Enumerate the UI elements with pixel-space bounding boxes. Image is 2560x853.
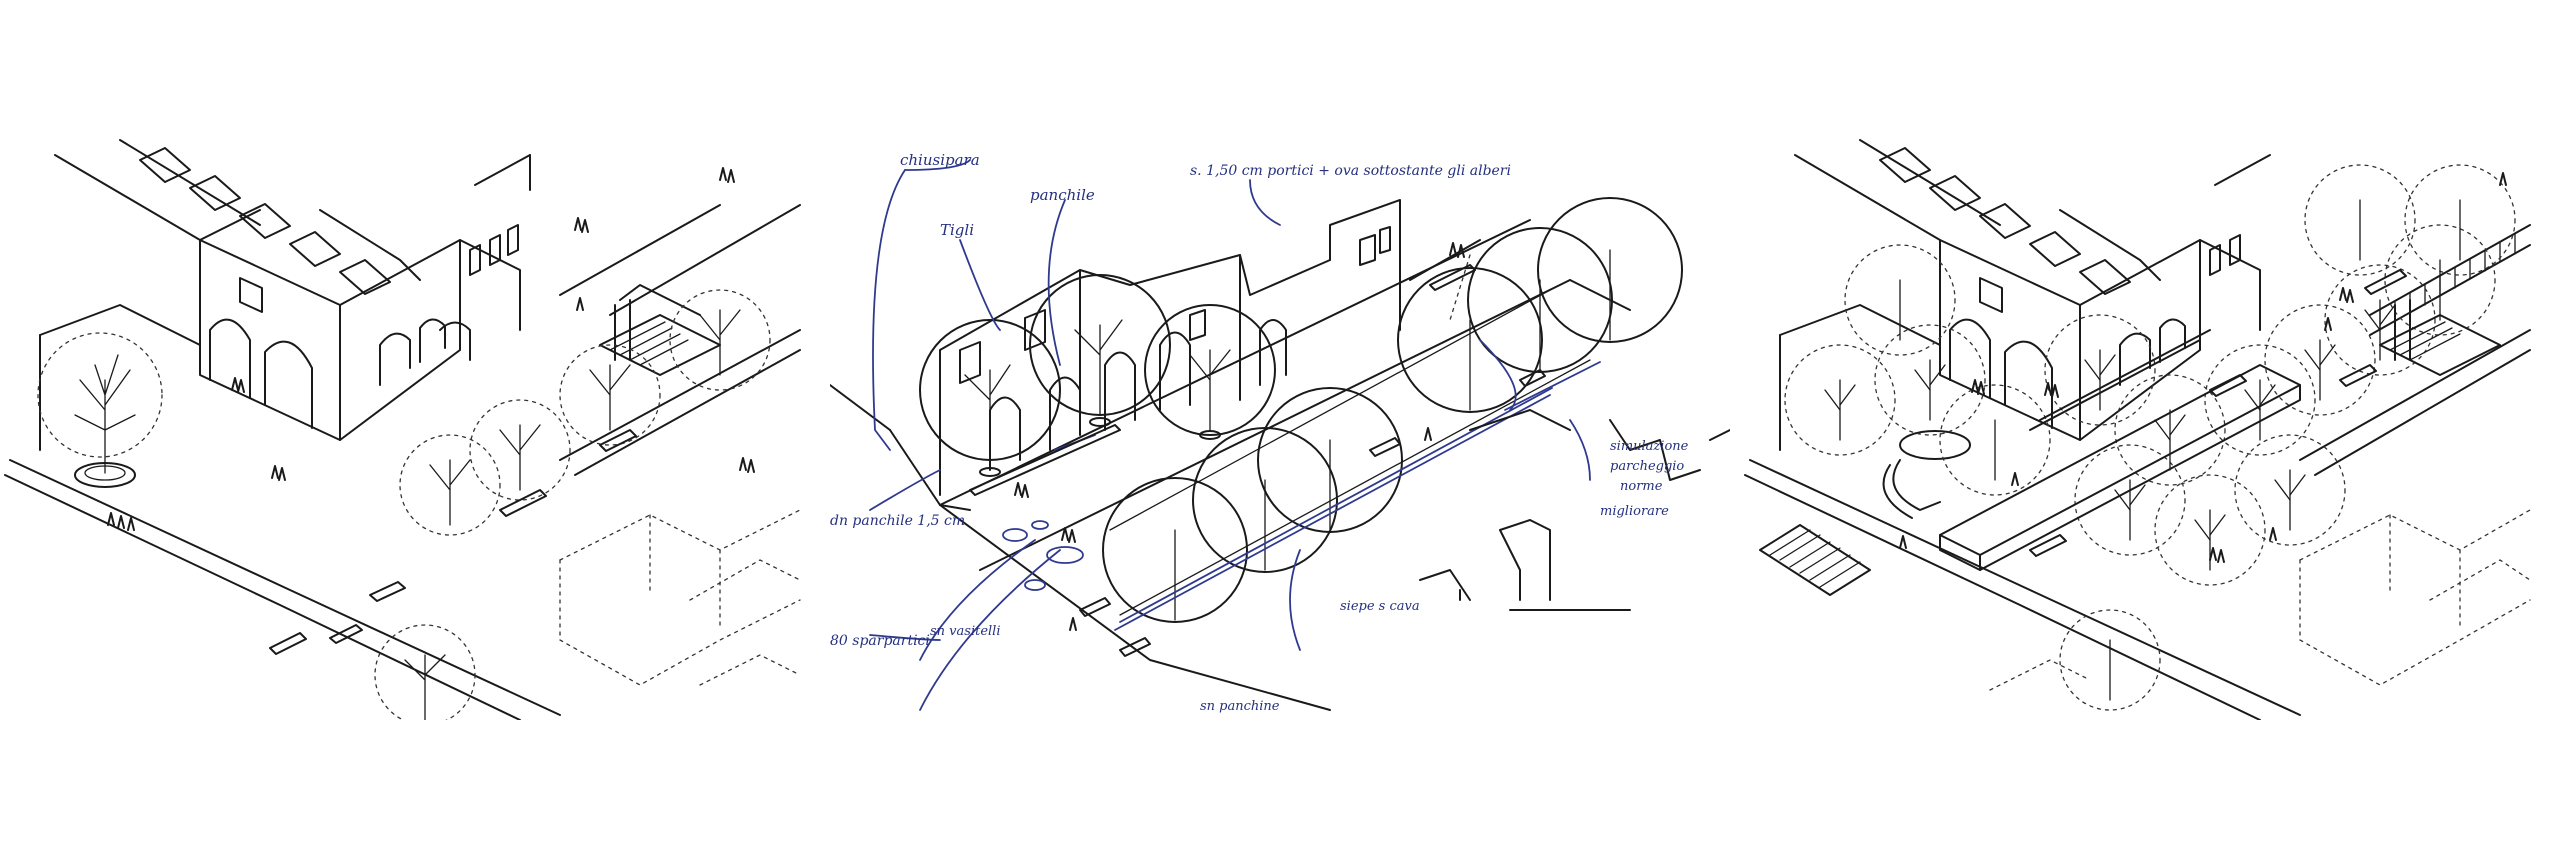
proposed-round-bench — [1882, 430, 1971, 519]
annotation-portici: s. 1,50 cm portici + ova sottostante gli… — [1190, 163, 1511, 179]
proposed-benches-people — [1899, 172, 2507, 563]
street-slab — [830, 219, 1631, 711]
proposed-state-axonometry — [1744, 139, 2531, 720]
annotation-illuminazione-3: norme — [1620, 479, 1663, 494]
roof-sawtooth — [54, 139, 531, 295]
existing-state-axonometry — [4, 139, 801, 720]
planter-platform — [1939, 329, 2301, 571]
proposed-roof-sawtooth — [1794, 139, 2271, 295]
tree-crowns — [919, 197, 1683, 623]
proposed-monument — [2379, 299, 2501, 376]
proposed-adjacent-buildings — [1989, 509, 2531, 691]
annotation-parcheggio: 80 sparpartici — [830, 633, 930, 649]
panel-annotated-sketch: chiusipara Tigli panchile s. 1,50 cm por… — [830, 130, 1730, 730]
tree-grid — [1784, 164, 2516, 711]
benches — [269, 429, 637, 655]
monument-stairs — [599, 284, 721, 376]
annotation-chiusura: chiusipara — [900, 151, 980, 169]
annotation-illuminazione-2: parcheggio — [1610, 459, 1684, 474]
blue-hedge — [1002, 361, 1601, 631]
tree-with-round-bench — [37, 332, 163, 488]
crosswalk — [1759, 524, 1871, 596]
sketch-people — [1014, 242, 1465, 631]
sketch-benches — [969, 264, 1546, 657]
panel-existing-state — [0, 130, 820, 720]
annotation-panchina-top: panchile — [1030, 186, 1095, 204]
annotation-panchine-bottom: sn panchine — [1200, 699, 1280, 714]
annotation-leaders — [869, 159, 1591, 711]
arcade-building — [199, 209, 521, 441]
proposed-arcade-building — [1939, 234, 2261, 441]
adjacent-buildings-dashed — [559, 509, 801, 686]
annotation-illuminazione-4: migliorare — [1600, 504, 1669, 519]
people-figures — [107, 167, 755, 531]
corner-building — [1419, 409, 1730, 611]
annotation-illuminazione-1: simulazione — [1610, 439, 1689, 454]
annotation-panchine-left: dn panchile 1,5 cm — [830, 513, 965, 529]
annotation-tigli: Tigli — [940, 221, 974, 239]
panel-proposed-state — [1740, 130, 2540, 720]
annotation-vasi: sn vasitelli — [930, 624, 1001, 639]
annotation-siepe: siepe s cava — [1340, 599, 1420, 614]
street-trees — [374, 289, 771, 720]
annotated-sketch-axonometry: chiusipara Tigli panchile s. 1,50 cm por… — [830, 151, 1730, 714]
